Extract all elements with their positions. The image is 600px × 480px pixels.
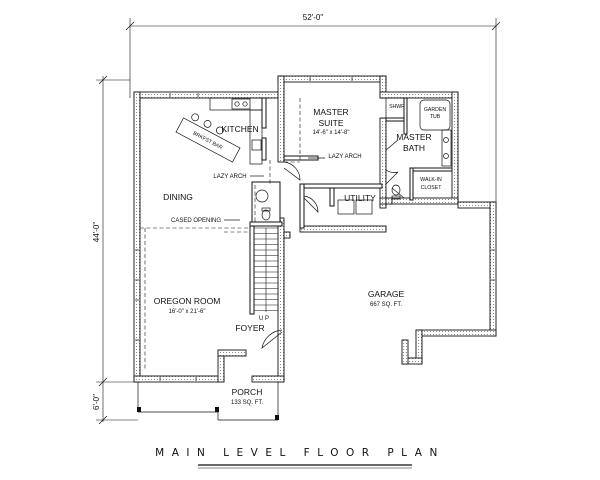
cased-opening-label: CASED OPENING: [171, 218, 221, 224]
master-suite-name-line1: MASTER: [313, 107, 348, 117]
annotations: LAZY ARCH LAZY ARCH CASED OPENING U P: [171, 154, 362, 322]
kitchen-label: KITCHEN: [221, 124, 258, 134]
overall-width-label: 52'-0": [303, 13, 324, 22]
foyer-label: FOYER: [235, 323, 264, 333]
shower-label: SHWR: [389, 104, 405, 110]
walk-in-closet-label-line1: WALK-IN: [420, 177, 442, 183]
dryer: [355, 199, 373, 215]
depth-dim-tick-mid: [98, 377, 108, 387]
door-swings: [261, 139, 405, 349]
master-bath-name-line1: MASTER: [396, 132, 431, 142]
width-dim-tick-right: [491, 21, 501, 31]
master-suite-name-line2: SUITE: [318, 118, 343, 128]
lazy-arch-kitchen-label: LAZY ARCH: [213, 174, 246, 180]
interior-walls: [249, 97, 453, 315]
garden-tub-shape: [419, 99, 451, 131]
garden-tub-label-line2: TUB: [430, 114, 441, 120]
master-bath-toilet: [391, 184, 401, 196]
depth-dim-tick-bottom: [98, 415, 108, 425]
kitchen-counters: [209, 97, 263, 165]
garage-size: 667 SQ. FT.: [370, 302, 402, 308]
oregon-room-size: 16'-0" x 21'-6": [169, 309, 206, 315]
washer: [337, 199, 355, 215]
half-bath-toilet: [261, 209, 271, 221]
stair-up-label: U P: [259, 316, 269, 322]
room-labels: MASTER SUITE 14'-6" x 14'-8" MASTER BATH…: [154, 104, 447, 406]
staircase: [254, 227, 278, 312]
pedestal-sink: [255, 189, 269, 203]
porch-size: 133 SQ. FT.: [231, 400, 263, 406]
garden-tub-label-line1: GARDEN: [424, 107, 446, 113]
oregon-room-label: OREGON ROOM: [154, 296, 221, 306]
porch-outline: [137, 382, 279, 421]
utility-label: UTILITY: [344, 193, 376, 203]
walk-in-closet-label-line2: CLOSET: [421, 185, 443, 191]
porch-label: PORCH: [232, 387, 263, 397]
windows: [135, 77, 353, 381]
master-suite-size: 14'-6" x 14'-8": [313, 130, 350, 136]
garage-walls: [283, 197, 497, 365]
plan-caption: MAIN LEVEL FLOOR PLAN: [155, 447, 445, 459]
breakfast-bar: BRKFST BAR: [175, 113, 241, 163]
width-dim-tick-left: [125, 21, 135, 31]
dimension-lines: [96, 18, 501, 425]
porch-depth-label: 6'-0": [92, 394, 101, 410]
overall-depth-label: 44'-0": [92, 222, 101, 243]
exterior-walls: [133, 75, 459, 383]
lazy-arch-suite-label: LAZY ARCH: [328, 154, 361, 160]
dining-label: DINING: [163, 192, 193, 202]
plumbing-fixtures: [255, 97, 452, 221]
vanity: [441, 129, 452, 167]
master-bath-name-line2: BATH: [403, 143, 425, 153]
garage-label: GARAGE: [368, 289, 405, 299]
depth-dim-tick-top: [98, 75, 108, 85]
dashed-soffits: [139, 98, 301, 370]
